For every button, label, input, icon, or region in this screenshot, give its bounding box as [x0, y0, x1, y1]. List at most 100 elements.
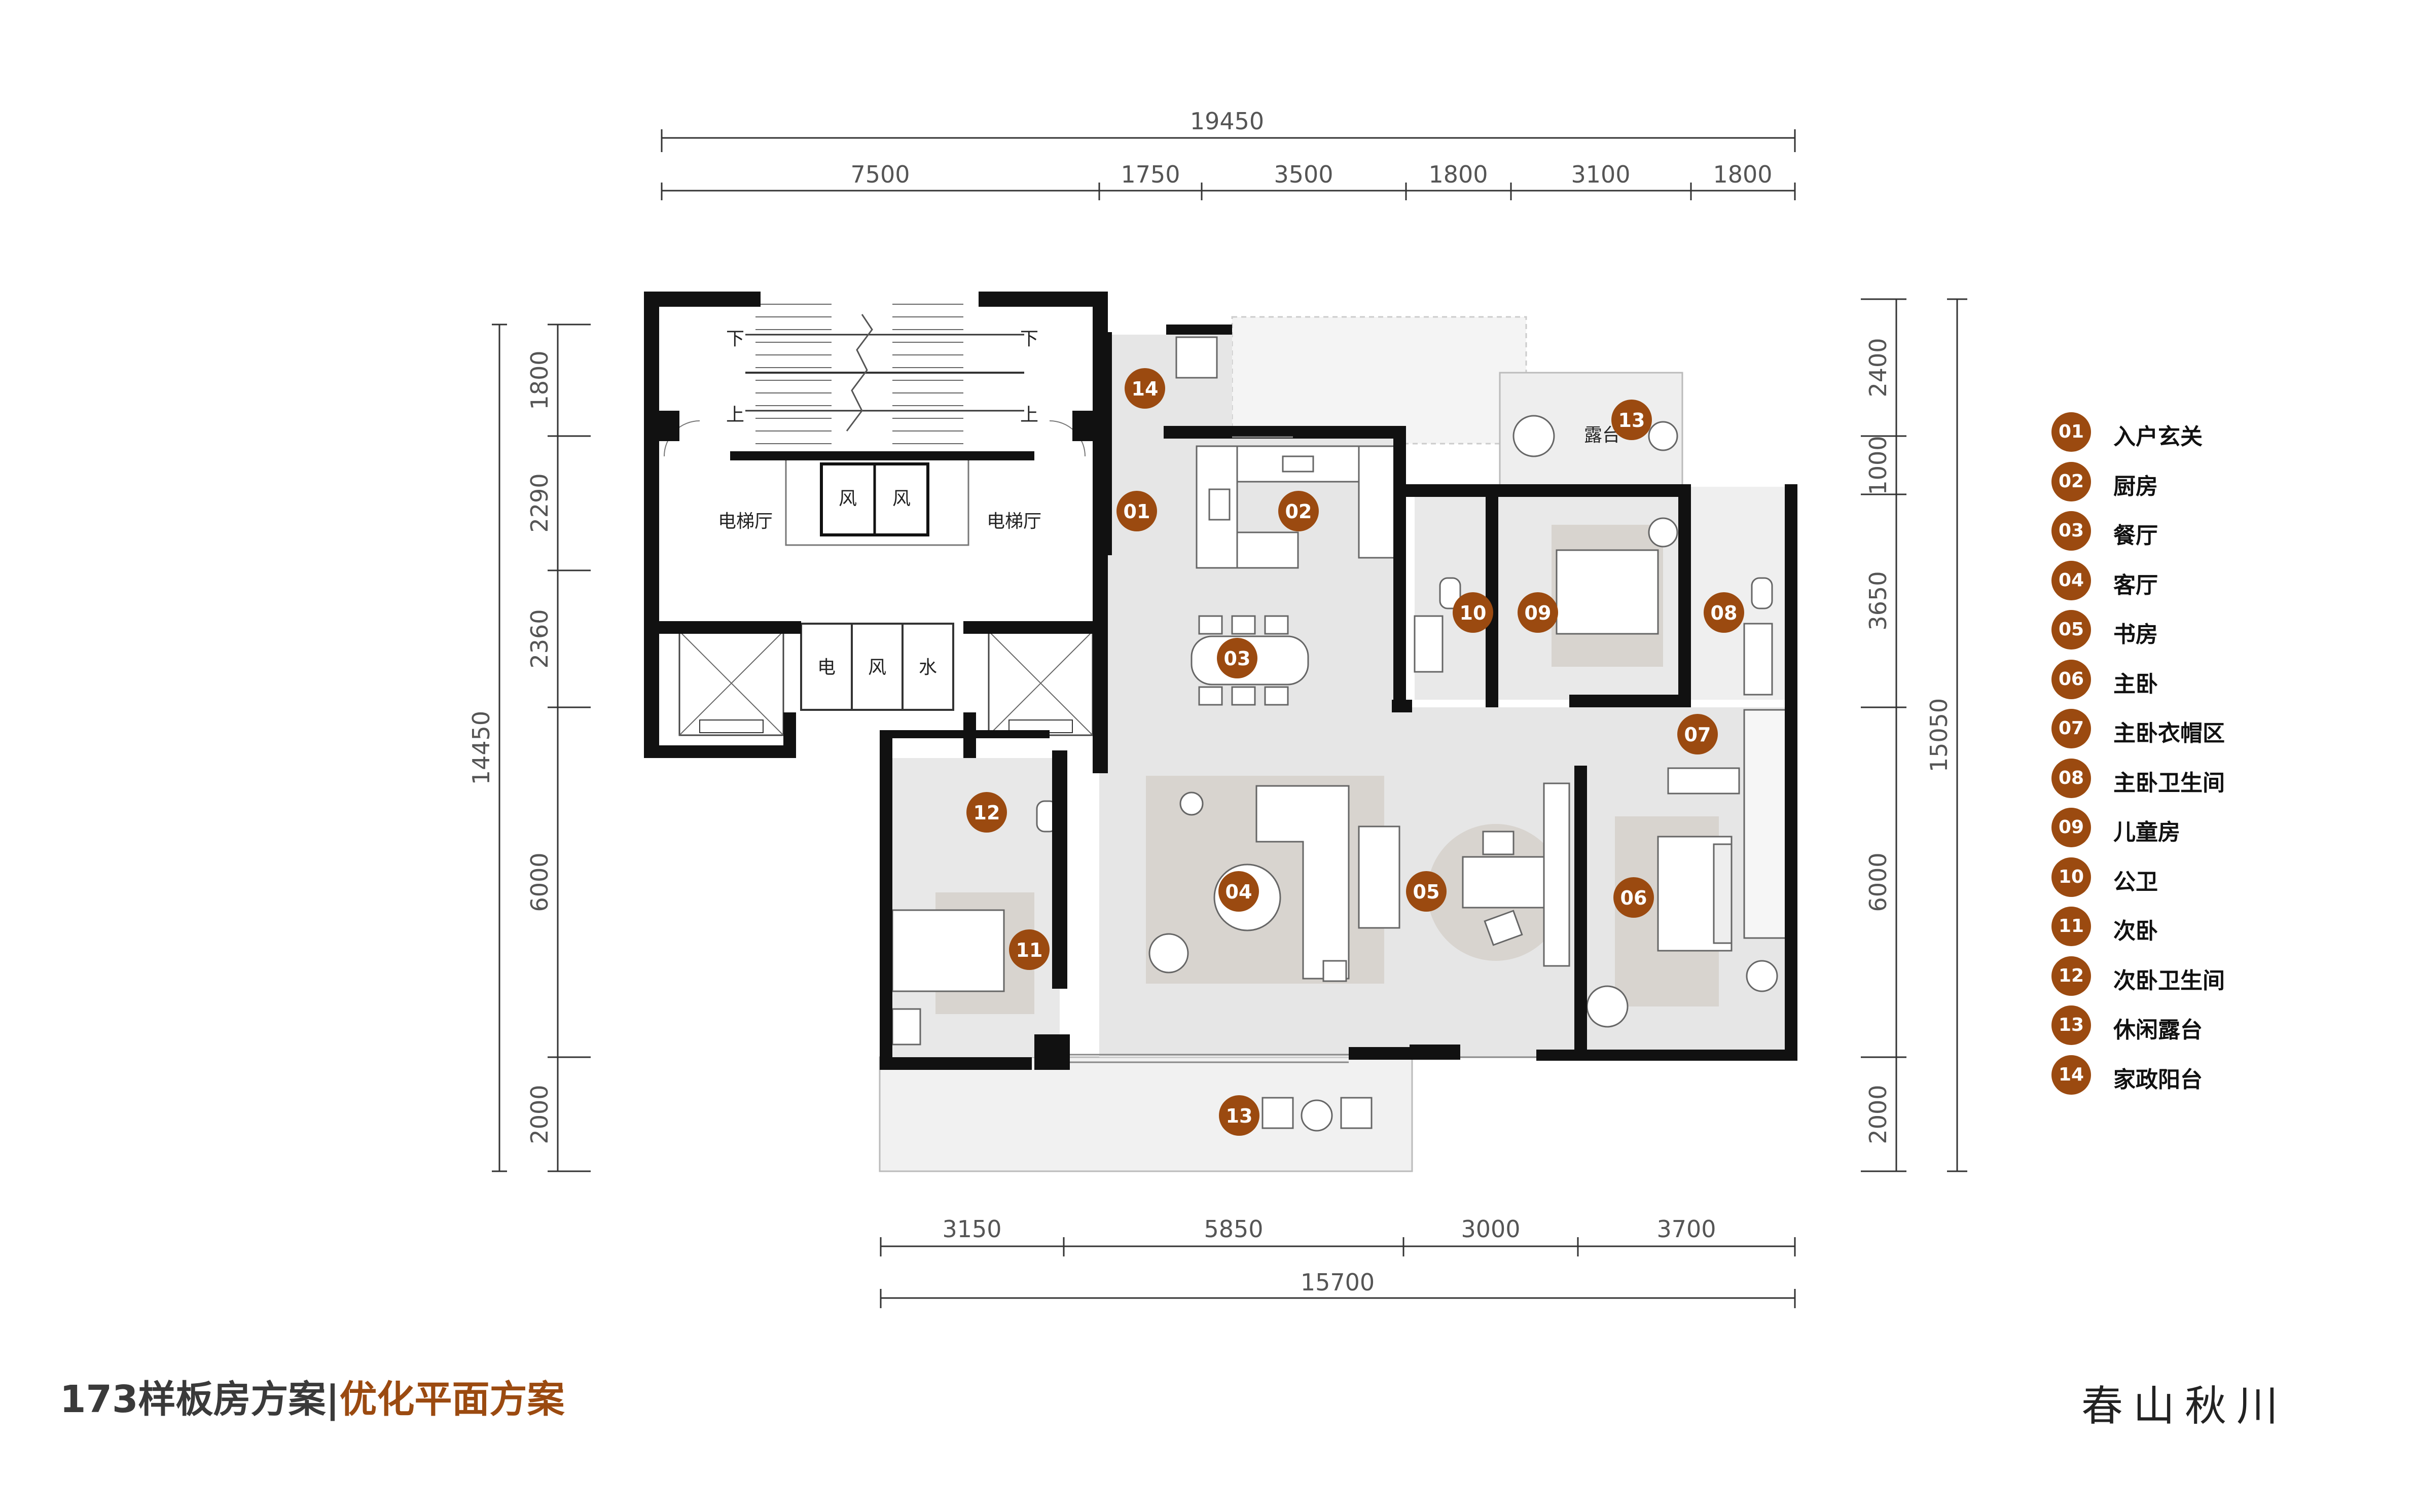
legend-label: 书房 — [2113, 622, 2158, 647]
stair-down-label-2: 下 — [1020, 329, 1038, 349]
legend-number-badge: 07 — [2051, 709, 2091, 748]
legend-label: 家政阳台 — [2113, 1066, 2203, 1093]
dim-right-2: 1000 — [1864, 436, 1892, 495]
marker-09: 09 — [1518, 592, 1558, 633]
dim-right-5: 2000 — [1864, 1085, 1892, 1144]
brand-logo-text: 春山秋川 — [2081, 1382, 2289, 1430]
page-title: 173样板房方案|优化平面方案 — [60, 1369, 565, 1423]
windows — [1070, 436, 1536, 1063]
marker-14: 14 — [1125, 368, 1165, 409]
legend-item: 13 休闲露台 — [2051, 1005, 2366, 1051]
svg-text:01: 01 — [1124, 500, 1150, 523]
legend-label: 餐厅 — [2113, 523, 2158, 549]
stair-down-label-1: 下 — [726, 329, 744, 349]
legend-label: 主卧 — [2113, 671, 2158, 697]
legend-item: 04 客厅 — [2051, 560, 2366, 606]
dim-top-4: 1800 — [1428, 161, 1488, 188]
stair-up-label-1: 上 — [726, 405, 744, 425]
dim-right-1: 2400 — [1864, 338, 1892, 397]
legend-number-badge: 02 — [2051, 461, 2091, 501]
svg-text:02: 02 — [1285, 500, 1312, 523]
title-highlight: 优化平面方案 — [339, 1378, 565, 1421]
legend-number-badge: 13 — [2051, 1005, 2091, 1045]
legend-item: 03 餐厅 — [2051, 511, 2366, 557]
marker-02: 02 — [1278, 491, 1319, 531]
legend-label: 公卫 — [2113, 869, 2158, 895]
legend-number-badge: 11 — [2051, 907, 2091, 946]
svg-text:04: 04 — [1225, 881, 1252, 903]
legend-item: 01 入户玄关 — [2051, 412, 2366, 458]
legend-item: 08 主卧卫生间 — [2051, 758, 2366, 804]
legend-number-badge: 01 — [2051, 412, 2091, 452]
svg-text:08: 08 — [1711, 602, 1738, 624]
legend-number-badge: 12 — [2051, 956, 2091, 996]
svg-text:10: 10 — [1460, 602, 1487, 624]
svg-text:07: 07 — [1684, 724, 1711, 746]
legend-number-badge: 08 — [2051, 758, 2091, 798]
stair-up-label-2: 上 — [1020, 405, 1038, 425]
legend-label: 主卧卫生间 — [2113, 770, 2225, 796]
legend-number-badge: 10 — [2051, 857, 2091, 897]
legend-number-badge: 04 — [2051, 560, 2091, 600]
marker-04: 04 — [1218, 871, 1259, 912]
legend-label: 儿童房 — [2113, 819, 2180, 845]
legend-label: 入户玄关 — [2113, 424, 2203, 450]
marker-10: 10 — [1453, 592, 1493, 633]
marker-03: 03 — [1217, 638, 1257, 678]
marker-01: 01 — [1116, 491, 1157, 531]
legend-item: 10 公卫 — [2051, 857, 2366, 903]
plan-text: 电梯厅 电梯厅 下 下 上 上 风 风 电 风 水 露台 — [718, 329, 1620, 678]
shaft-wind-1-label: 风 — [839, 488, 857, 509]
dim-left-1: 1800 — [526, 350, 553, 410]
marker-13-terrace-bottom: 13 — [1219, 1095, 1259, 1136]
dim-top-1: 7500 — [850, 161, 910, 188]
elevator-hall-right-label: 电梯厅 — [987, 511, 1041, 532]
dim-bottom-2: 5850 — [1204, 1215, 1263, 1243]
dim-top-total: 19450 — [1190, 107, 1264, 135]
stair-core — [664, 304, 1094, 736]
svg-text:11: 11 — [1016, 939, 1043, 961]
room-markers: 01 02 03 04 05 06 07 08 09 10 11 12 13 1… — [966, 368, 1744, 1136]
legend-label: 客厅 — [2113, 572, 2158, 598]
marker-05: 05 — [1406, 871, 1447, 912]
marker-08: 08 — [1704, 592, 1744, 633]
dim-left-2: 2290 — [526, 473, 553, 532]
svg-text:09: 09 — [1525, 602, 1552, 624]
legend-item: 14 家政阳台 — [2051, 1055, 2366, 1101]
dim-top-5: 3100 — [1571, 161, 1630, 188]
dim-bottom-4: 3700 — [1656, 1215, 1716, 1243]
dim-right-total: 15050 — [1925, 698, 1953, 772]
shaft-water-label: 水 — [919, 657, 937, 678]
legend-number-badge: 05 — [2051, 610, 2091, 650]
dim-bottom-total: 15700 — [1301, 1269, 1375, 1296]
svg-text:03: 03 — [1224, 647, 1251, 670]
dim-top-6: 1800 — [1713, 161, 1772, 188]
shaft-wind-2-label: 风 — [892, 488, 911, 509]
dim-bottom-3: 3000 — [1461, 1215, 1520, 1243]
dim-left-5: 2000 — [526, 1085, 553, 1144]
legend-label: 厨房 — [2113, 473, 2158, 499]
svg-text:06: 06 — [1620, 887, 1647, 909]
dim-left-4: 6000 — [526, 852, 553, 912]
svg-text:13: 13 — [1226, 1105, 1253, 1127]
svg-text:12: 12 — [974, 802, 1000, 824]
legend-number-badge: 03 — [2051, 511, 2091, 551]
legend-label: 休闲露台 — [2113, 1017, 2203, 1043]
dim-bottom-1: 3150 — [942, 1215, 1001, 1243]
legend-item: 05 书房 — [2051, 610, 2366, 656]
marker-07: 07 — [1677, 714, 1718, 754]
legend-label: 次卧卫生间 — [2113, 967, 2225, 994]
legend-label: 次卧 — [2113, 918, 2158, 944]
legend-number-badge: 14 — [2051, 1055, 2091, 1095]
dim-right-4: 6000 — [1864, 852, 1892, 912]
svg-text:13: 13 — [1618, 409, 1645, 431]
marker-13-terrace-top: 13 — [1611, 400, 1652, 440]
shaft-wind-3-label: 风 — [868, 657, 886, 678]
dim-right-3: 3650 — [1864, 571, 1892, 630]
dim-top-3: 3500 — [1274, 161, 1333, 188]
dim-top-2: 1750 — [1121, 161, 1180, 188]
shaft-elec-label: 电 — [817, 657, 836, 678]
